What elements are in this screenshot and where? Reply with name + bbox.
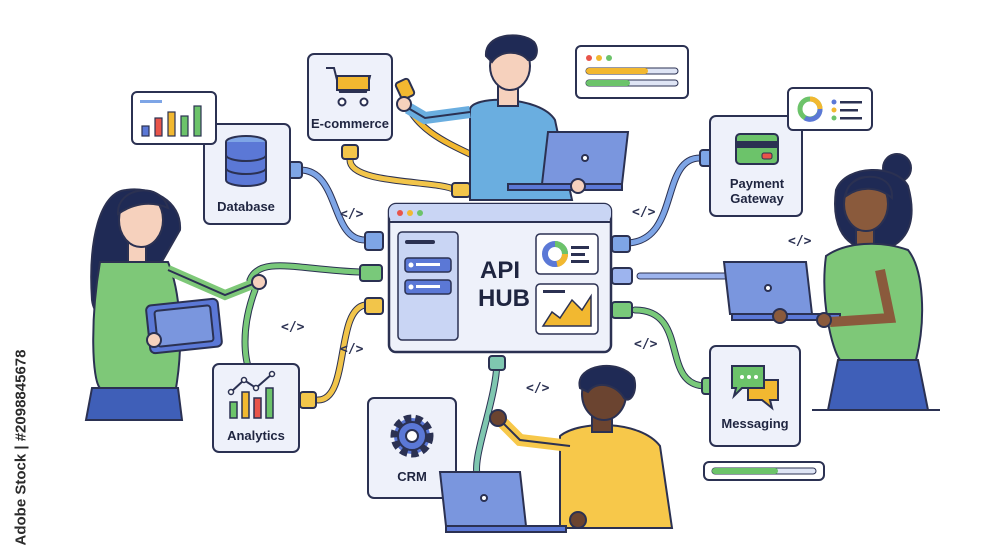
plug-icon [287, 77, 719, 409]
person-right-woman [722, 153, 940, 411]
analytics-card: Analytics [212, 363, 300, 453]
code-tag: </> [634, 337, 658, 352]
hub-title-line2: HUB [478, 285, 530, 312]
analytics-label: Analytics [227, 428, 285, 443]
crm-card: CRM [367, 397, 457, 499]
api-hub-window [387, 202, 613, 354]
person-bottom-man [438, 364, 674, 533]
code-tags: </> </> </> </> </> </> </> [281, 205, 812, 396]
progress-bar-card [703, 461, 825, 481]
person-left-woman [84, 188, 267, 421]
ecommerce-label: E-commerce [311, 116, 389, 131]
payment-label-line2: Gateway [730, 191, 784, 206]
crm-label: CRM [397, 469, 427, 484]
watermark-text: Adobe Stock | #2098845678 [12, 349, 30, 546]
person-top-man [396, 34, 630, 201]
laptop-top [507, 131, 630, 191]
bar-chart-card [131, 91, 217, 145]
database-label: Database [217, 199, 275, 214]
cable-payment [624, 154, 704, 247]
hub-title-line1: API [480, 257, 520, 284]
code-tag: </> [340, 342, 364, 357]
payment-label-line1: Payment [730, 176, 785, 191]
messaging-label: Messaging [721, 416, 788, 431]
watermark: Adobe Stock | #2098845678 [8, 300, 30, 550]
shopping-cart-icon [326, 67, 372, 107]
messaging-card: Messaging [709, 345, 801, 447]
tablet-left [145, 297, 223, 355]
progress-card [575, 45, 689, 99]
gear-icon [390, 414, 434, 458]
ecommerce-card: E-commerce [307, 53, 393, 141]
database-icon [225, 135, 267, 187]
payment-gateway-card: Payment Gateway [709, 115, 803, 217]
laptop-bottom [438, 471, 567, 533]
code-tag: </> [340, 207, 364, 222]
code-tag: </> [526, 381, 550, 396]
code-tag: </> [788, 234, 812, 249]
code-tag: </> [281, 320, 305, 335]
analytics-chart-icon [227, 370, 276, 419]
credit-card-icon [735, 133, 779, 165]
donut-card [787, 87, 873, 131]
code-tag: </> [632, 205, 656, 220]
chat-bubbles-icon [731, 365, 779, 411]
database-card: Database [203, 123, 291, 225]
